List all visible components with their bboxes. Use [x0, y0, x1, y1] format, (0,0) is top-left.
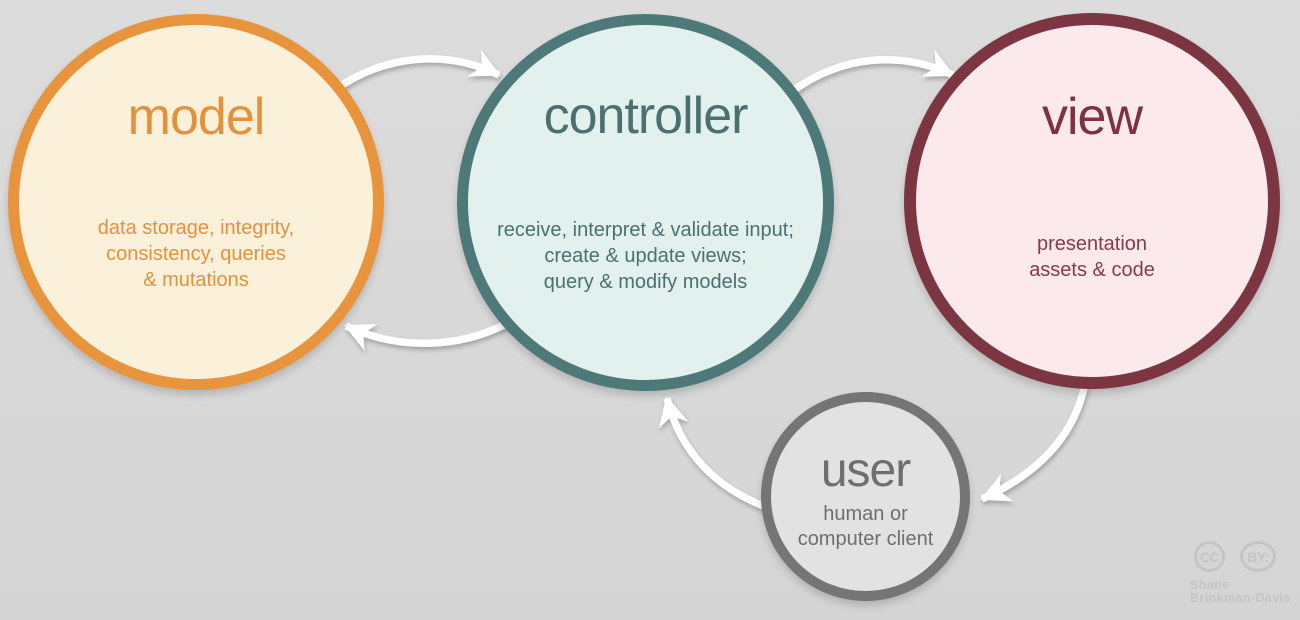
model-title: model	[127, 88, 266, 146]
view-title: view	[1041, 88, 1143, 146]
license-attribution: CC BY: Shane Brinkman-Davis	[1190, 541, 1291, 605]
author-name: Shane Brinkman-Davis	[1190, 579, 1291, 605]
author-name-line1: Shane	[1190, 578, 1230, 592]
author-name-line2: Brinkman-Davis	[1190, 591, 1291, 605]
cc-badge-icon: CC	[1194, 541, 1225, 572]
user-description: human or computer client	[797, 503, 934, 550]
arrow-controller-to-model	[344, 319, 510, 352]
node-model: model data storage, integrity, consisten…	[8, 14, 384, 390]
arrow-controller-to-view	[787, 49, 955, 97]
node-view: view presentation assets & code	[904, 13, 1280, 389]
arrow-user-to-controller	[658, 396, 768, 511]
arrow-model-to-controller	[329, 49, 501, 96]
license-badges: CC BY:	[1194, 541, 1291, 572]
controller-description: receive, interpret & validate input; cre…	[497, 219, 794, 293]
user-title: user	[820, 444, 911, 497]
node-user: user human or computer client	[761, 392, 970, 601]
node-controller: controller receive, interpret & validate…	[457, 14, 834, 391]
view-description: presentation assets & code	[1029, 233, 1155, 281]
controller-title: controller	[543, 87, 749, 145]
by-badge-icon: BY:	[1240, 541, 1276, 572]
model-description: data storage, integrity, consistency, qu…	[97, 217, 295, 291]
arrow-view-to-user	[980, 377, 1090, 503]
